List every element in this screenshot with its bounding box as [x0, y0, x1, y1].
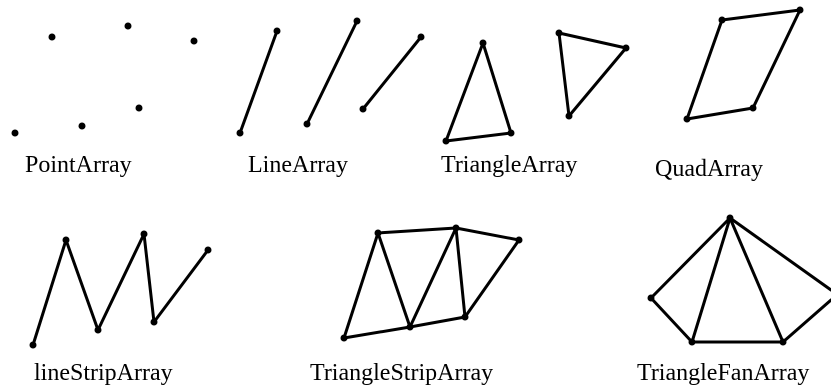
triangle-strip-array-vertex	[452, 224, 460, 232]
triangle-array-vertex	[565, 112, 573, 120]
point-array-label: PointArray	[25, 152, 132, 178]
point-array-vertex	[190, 37, 198, 45]
line-strip-array-vertex	[150, 318, 158, 326]
line-array-vertex	[273, 27, 281, 35]
triangle-fan-array-vertex	[688, 338, 696, 346]
quad-array-vertex	[718, 16, 726, 24]
line-array-vertex	[359, 105, 367, 113]
line-strip-array-label: lineStripArray	[34, 360, 173, 385]
triangle-strip-array-vertex	[374, 229, 382, 237]
quad-array-vertex	[749, 104, 757, 112]
quad-array-quad	[685, 8, 802, 121]
point-array-figure: PointArray	[11, 22, 198, 178]
triangle-strip-array-figure: TriangleStripArray	[310, 224, 523, 385]
point-array-vertex	[11, 129, 19, 137]
triangle-array-triangle	[557, 31, 628, 118]
triangle-strip-array-diagonals	[342, 226, 521, 340]
triangle-strip-array-label: TriangleStripArray	[310, 360, 493, 385]
quad-array-vertex	[796, 6, 804, 14]
triangle-strip-array-vertex	[461, 313, 469, 321]
quad-array-label: QuadArray	[655, 156, 763, 182]
line-strip-array-strip	[31, 232, 210, 347]
line-array-segment	[305, 19, 359, 126]
triangle-array-vertex	[555, 29, 563, 37]
line-array-label: LineArray	[248, 152, 348, 178]
triangle-fan-array-spoke	[728, 216, 831, 292]
quad-array-figure: QuadArray	[655, 6, 804, 182]
triangle-array-vertex	[442, 137, 450, 145]
point-array-vertex	[135, 104, 143, 112]
triangle-strip-array-top-edge	[376, 226, 521, 242]
triangle-fan-array-spoke	[690, 216, 732, 344]
triangle-array-vertex	[622, 44, 630, 52]
triangle-strip-array-vertex	[515, 236, 523, 244]
line-array-vertex	[417, 33, 425, 41]
line-strip-array-figure: lineStripArray	[29, 230, 212, 385]
triangle-fan-array-vertex	[726, 214, 734, 222]
line-strip-array-vertex	[140, 230, 148, 238]
point-array-vertex	[48, 33, 56, 41]
triangle-fan-array-figure: TriangleFanArray	[637, 214, 831, 385]
line-array-figure: LineArray	[236, 17, 425, 178]
triangle-array-triangle	[444, 41, 513, 143]
triangle-fan-array-outline	[649, 296, 831, 344]
point-array-vertex	[124, 22, 132, 30]
line-array-vertex	[236, 129, 244, 137]
triangle-strip-array-bottom-edge	[342, 315, 467, 340]
triangle-array-label: TriangleArray	[441, 152, 577, 178]
triangle-fan-array-vertex	[779, 338, 787, 346]
line-strip-array-vertex	[94, 326, 102, 334]
line-strip-array-vertex	[62, 236, 70, 244]
line-array-segment	[361, 35, 423, 111]
line-strip-array-vertex	[204, 246, 212, 254]
quad-array-vertex	[683, 115, 691, 123]
triangle-fan-array-spoke	[649, 216, 732, 300]
point-array-vertex	[78, 122, 86, 130]
line-array-vertex	[353, 17, 361, 25]
line-strip-array-vertex	[29, 341, 37, 349]
triangle-fan-array-spoke	[728, 216, 785, 344]
triangle-fan-array-vertex	[647, 294, 655, 302]
line-array-vertex	[303, 120, 311, 128]
triangle-array-figure: TriangleArray	[441, 29, 630, 178]
triangle-array-vertex	[479, 39, 487, 47]
triangle-strip-array-vertex	[340, 334, 348, 342]
line-array-segment	[238, 29, 279, 135]
triangle-fan-array-label: TriangleFanArray	[637, 360, 809, 385]
triangle-array-vertex	[507, 129, 515, 137]
triangle-strip-array-vertex	[406, 323, 414, 331]
